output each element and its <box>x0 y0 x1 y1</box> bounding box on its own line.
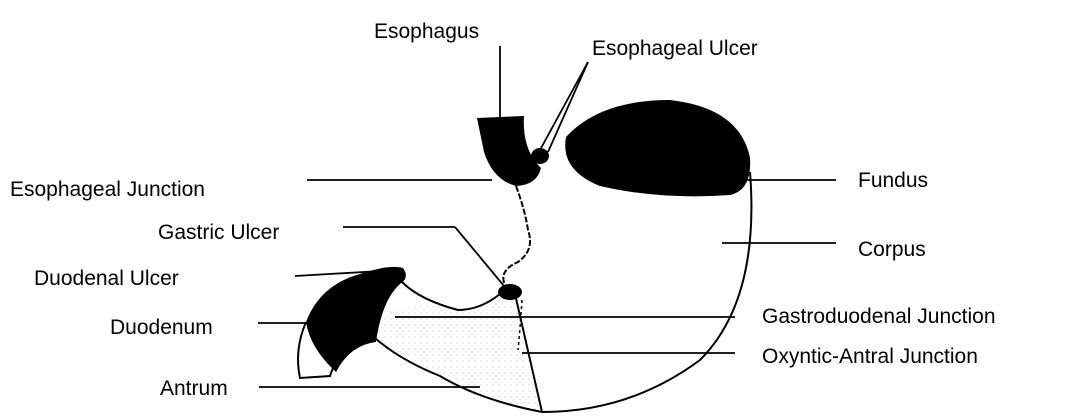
label-esophagus: Esophagus <box>374 21 479 42</box>
label-corpus: Corpus <box>858 239 926 260</box>
label-gastroduodenal-junction: Gastroduodenal Junction <box>762 306 996 327</box>
label-antrum: Antrum <box>160 378 228 399</box>
label-oxyntic-antral-junction: Oxyntic-Antral Junction <box>762 346 978 367</box>
label-esophageal-junction: Esophageal Junction <box>10 179 205 200</box>
label-duodenal-ulcer: Duodenal Ulcer <box>34 268 179 289</box>
gastric-ulcer-spot <box>498 284 522 300</box>
label-esophageal-ulcer: Esophageal Ulcer <box>592 38 758 59</box>
label-gastric-ulcer: Gastric Ulcer <box>158 222 279 243</box>
lesser-curvature <box>503 186 530 290</box>
esophagus-shape <box>477 116 541 186</box>
antrum-region <box>375 290 542 412</box>
leader-gastric-ulcer-diag <box>455 227 504 286</box>
label-fundus: Fundus <box>858 170 928 191</box>
esophageal-ulcer-spot <box>531 148 549 164</box>
fundus-shape <box>565 100 750 196</box>
greater-curvature <box>542 172 751 412</box>
label-duodenum: Duodenum <box>110 317 213 338</box>
